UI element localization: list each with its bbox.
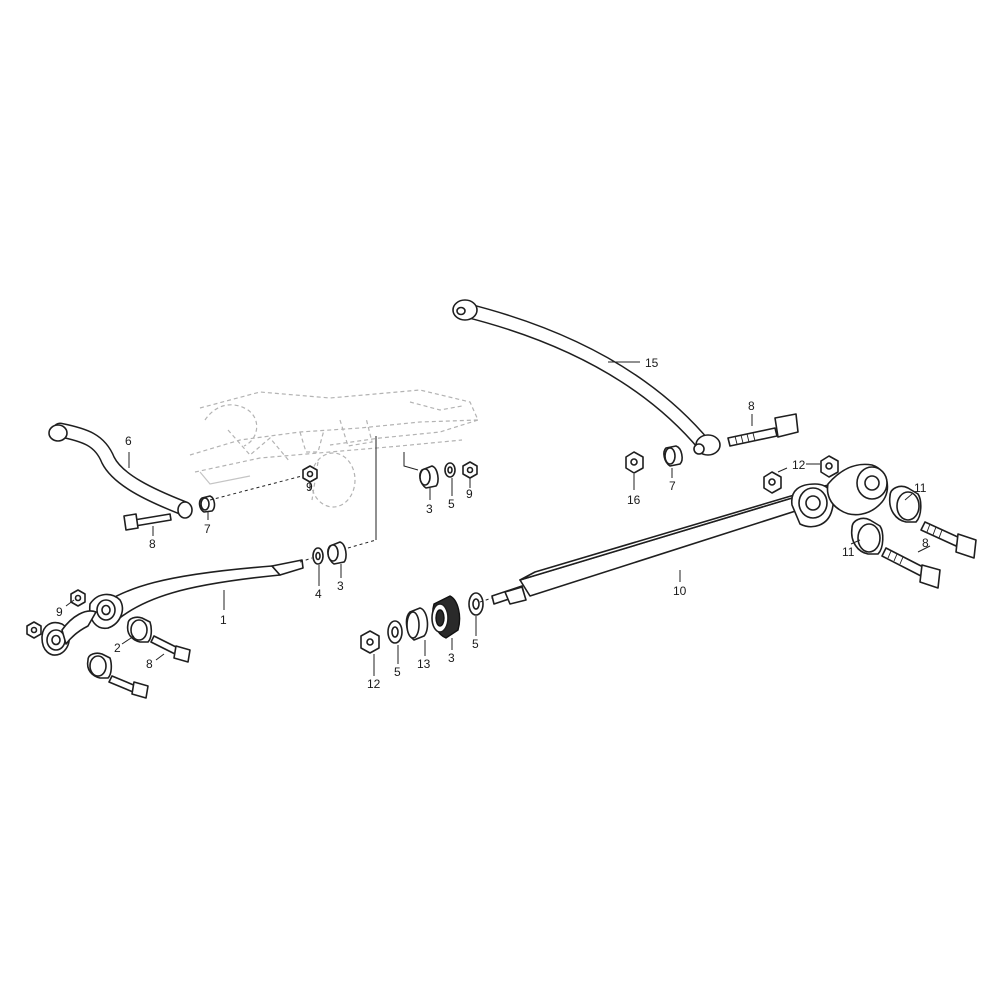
nut-9-a xyxy=(302,465,318,483)
callout-8: 8 xyxy=(149,537,156,551)
nut-12-right-b xyxy=(820,455,839,478)
nut-12-right-a xyxy=(763,471,782,494)
callout-5: 5 xyxy=(448,497,455,511)
callout-12: 12 xyxy=(792,458,806,472)
callout-12: 12 xyxy=(367,677,381,691)
callout-16: 16 xyxy=(627,493,641,507)
washer-4 xyxy=(312,547,324,565)
sleeve-13 xyxy=(405,607,429,641)
callout-7: 7 xyxy=(204,522,211,536)
nut-9-d xyxy=(26,621,42,639)
callout-9: 9 xyxy=(466,487,473,501)
washer-5-lower-left xyxy=(387,620,403,644)
arm-part-1 xyxy=(41,559,304,656)
callout-6: 6 xyxy=(125,434,132,448)
callout-1: 1 xyxy=(220,613,227,627)
callout-5: 5 xyxy=(394,665,401,679)
callout-15: 15 xyxy=(645,356,659,370)
bushing-2-lower xyxy=(86,652,113,679)
arm-part-10 xyxy=(491,463,889,605)
washer-5-lower-right xyxy=(468,592,484,616)
callout-8: 8 xyxy=(146,657,153,671)
bushing-7-right xyxy=(663,445,683,467)
washer-5-upper xyxy=(444,462,456,478)
callout-10: 10 xyxy=(673,584,687,598)
nut-9-b xyxy=(462,461,478,479)
nut-16 xyxy=(625,451,644,474)
nut-9-c xyxy=(70,589,86,607)
callout-8: 8 xyxy=(748,399,755,413)
callout-11: 11 xyxy=(914,481,927,495)
chassis-frame-outline xyxy=(189,389,479,508)
callout-8: 8 xyxy=(922,536,929,550)
callout-3: 3 xyxy=(448,651,455,665)
bolt-8-left-stabilizer xyxy=(123,513,172,531)
callout-9: 9 xyxy=(56,605,63,619)
callout-labels: 15 8 12 11 11 8 10 16 7 6 8 7 9 3 5 9 3 … xyxy=(56,356,929,691)
rod-part-15 xyxy=(452,299,721,456)
callout-13: 13 xyxy=(417,657,431,671)
rod-part-6 xyxy=(48,422,193,519)
bushing-3-upper xyxy=(419,465,439,489)
bolt-8-right-upper xyxy=(920,521,977,559)
bushing-11-lower xyxy=(850,517,884,555)
callout-7: 7 xyxy=(669,479,676,493)
callout-3: 3 xyxy=(337,579,344,593)
leader-lines xyxy=(65,361,931,676)
assembly-lines xyxy=(209,436,493,603)
bushing-7-left xyxy=(198,495,216,513)
callout-5: 5 xyxy=(472,637,479,651)
callout-9: 9 xyxy=(306,480,313,494)
bolt-8-left-lower xyxy=(108,635,191,699)
bolt-8-right-lower xyxy=(881,547,941,589)
callout-4: 4 xyxy=(315,587,322,601)
callout-3: 3 xyxy=(426,502,433,516)
bolt-8-upper xyxy=(727,413,799,447)
callout-2: 2 xyxy=(114,641,121,655)
bushing-3-mid xyxy=(327,541,347,565)
bushing-3-dark xyxy=(431,595,461,639)
bushing-11-upper xyxy=(888,485,922,523)
nut-12-left xyxy=(360,630,380,654)
callout-11: 11 xyxy=(842,545,855,559)
